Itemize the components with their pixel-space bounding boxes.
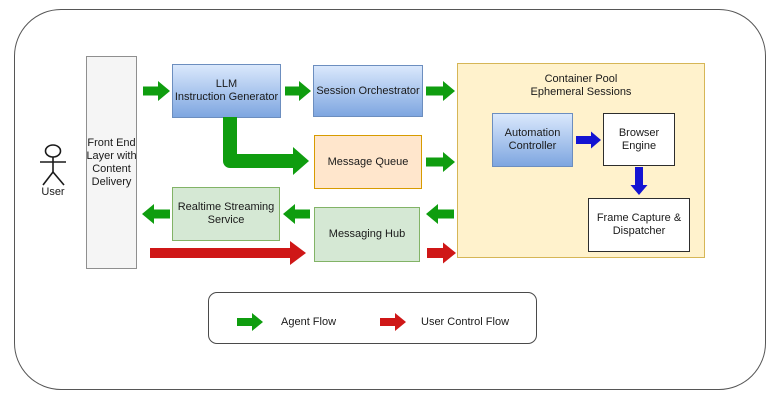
label-line: Messaging Hub [328, 228, 406, 240]
label-line: Controller [508, 140, 557, 152]
node-messaging-hub: Messaging Hub [314, 207, 420, 262]
label-line: Automation [504, 127, 561, 139]
label-line: Content [92, 162, 131, 175]
node-session-orchestrator: Session Orchestrator [313, 65, 423, 117]
label-line: Frame Capture & [596, 212, 682, 224]
label-line: Ephemeral Sessions [530, 86, 632, 98]
label-line: Message Queue [327, 155, 409, 168]
label-line: Layer with [86, 149, 137, 162]
label-line: LLM [215, 78, 238, 90]
label-line: Front End [87, 136, 136, 149]
label-line: Engine [621, 139, 657, 152]
node-message-queue: Message Queue [314, 135, 422, 189]
label-line: Browser [618, 126, 660, 139]
label-line: Session Orchestrator [316, 84, 420, 97]
diagram-outer-frame [14, 9, 766, 390]
label-line: Realtime Streaming [177, 201, 275, 213]
label-line: Service [207, 214, 245, 226]
node-label: Messaging Hub [329, 228, 405, 241]
legend-agent-flow-label: Agent Flow [281, 316, 337, 328]
node-frame-capture-dispatcher: Frame Capture &Dispatcher [588, 198, 690, 252]
node-label: Frame Capture &Dispatcher [597, 212, 681, 238]
label-line: Delivery [91, 175, 132, 188]
user-actor-label: User [41, 186, 65, 198]
label-line: Instruction Generator [174, 91, 279, 103]
label-line: Dispatcher [612, 225, 666, 237]
legend-user-control-flow-label: User Control Flow [421, 316, 510, 328]
node-label: Session Orchestrator [316, 85, 419, 98]
node-label: Message Queue [328, 156, 409, 169]
label-line: Container Pool [544, 73, 618, 85]
